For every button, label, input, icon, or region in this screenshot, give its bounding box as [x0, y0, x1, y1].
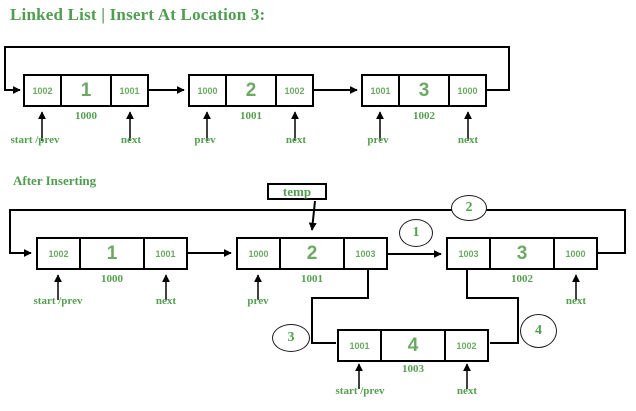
after-node-1: 1002 1 1001	[36, 237, 188, 270]
next-cell: 1001	[155, 248, 176, 259]
temp-pointer-arrow	[308, 200, 317, 231]
node4-address: 1003	[402, 363, 424, 375]
step-badge-4: 4	[520, 314, 557, 348]
before-node3-next-label: next	[457, 134, 479, 146]
after-node3-next-label: next	[565, 295, 587, 307]
prev-cell: 1001	[370, 85, 391, 96]
before-node-1: 1002 1 1001	[23, 74, 149, 107]
value-cell: 2	[279, 239, 345, 268]
prev-cell: 1001	[349, 340, 370, 351]
before-pointer-arrows	[38, 111, 472, 141]
after-node1-start-prev-label: start /prev	[33, 295, 83, 307]
after-node1-address: 1000	[101, 273, 123, 285]
after-node2-prev-label: prev	[247, 295, 269, 307]
before-node-3: 1001 3 1000	[361, 74, 487, 107]
before-node3-prev-label: prev	[367, 134, 389, 146]
before-node2-prev-label: prev	[194, 134, 216, 146]
before-node-2: 1000 2 1002	[188, 74, 314, 107]
next-cell: 1002	[284, 85, 305, 96]
after-node-3: 1003 3 1000	[446, 237, 598, 270]
inserted-node-4: 1001 4 1002	[337, 329, 489, 362]
after-node2-address: 1001	[301, 273, 323, 285]
node4-start-prev-label: start /prev	[335, 385, 385, 397]
before-node1-address: 1000	[75, 110, 97, 122]
node4-next-label: next	[456, 385, 478, 397]
temp-pointer-box: temp	[267, 183, 327, 200]
value-cell: 4	[380, 331, 446, 360]
next-cell: 1002	[456, 340, 477, 351]
before-node3-address: 1002	[413, 110, 435, 122]
prev-cell: 1002	[48, 248, 69, 259]
before-node1-next-label: next	[120, 134, 142, 146]
after-pointer-arrows	[54, 274, 580, 389]
value-cell: 1	[79, 239, 145, 268]
node2-next-to-node4-line	[311, 268, 369, 344]
next-cell: 1000	[565, 248, 586, 259]
after-node3-address: 1002	[511, 273, 533, 285]
after-node1-next-label: next	[155, 295, 177, 307]
after-node-2: 1000 2 1003	[236, 237, 388, 270]
before-links	[4, 46, 510, 94]
value-cell: 3	[489, 239, 555, 268]
step-badge-1: 1	[399, 219, 433, 247]
before-circular-link-line	[4, 46, 510, 94]
prev-cell: 1002	[32, 85, 53, 96]
prev-cell: 1000	[248, 248, 269, 259]
next-cell: 1001	[119, 85, 140, 96]
after-links	[9, 200, 626, 344]
next-cell: 1003	[355, 248, 376, 259]
value-cell: 1	[60, 76, 112, 105]
after-circular-link-line	[9, 209, 626, 257]
step-badge-2: 2	[451, 195, 487, 221]
prev-cell: 1003	[458, 248, 479, 259]
value-cell: 2	[225, 76, 277, 105]
before-node2-next-label: next	[285, 134, 307, 146]
page-title: Linked List | Insert At Location 3:	[10, 5, 266, 24]
after-inserting-heading: After Inserting	[13, 173, 97, 188]
before-node1-start-prev-label: start /prev	[10, 134, 60, 146]
value-cell: 3	[398, 76, 450, 105]
prev-cell: 1000	[197, 85, 218, 96]
before-node2-address: 1001	[240, 110, 262, 122]
next-cell: 1000	[457, 85, 478, 96]
step-badge-3: 3	[272, 324, 310, 352]
node3-prev-to-node4-line	[466, 268, 519, 344]
